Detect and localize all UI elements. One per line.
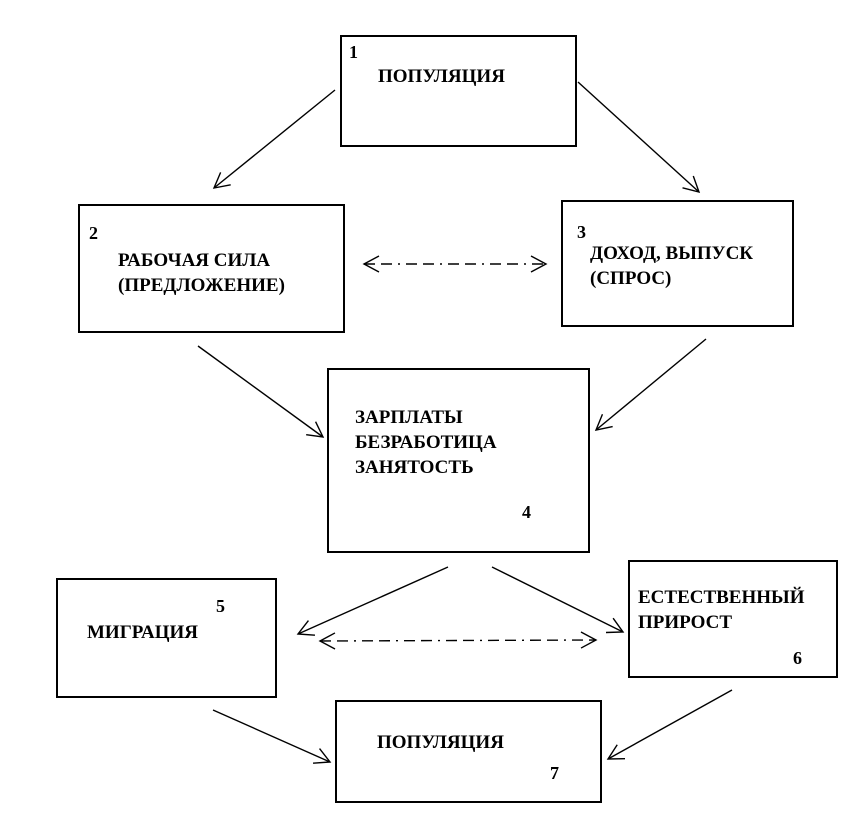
- node-income-output: 3 ДОХОД, ВЫПУСК (СПРОС): [561, 200, 794, 327]
- node-number: 3: [577, 222, 586, 242]
- node-population: 1 ПОПУЛЯЦИЯ: [340, 35, 577, 147]
- node-label-line: МИГРАЦИЯ: [87, 622, 198, 643]
- node-label-line: ПОПУЛЯЦИЯ: [377, 732, 504, 753]
- node-number: 6: [793, 648, 802, 668]
- arrow-population-to-income-output: [577, 81, 701, 194]
- node-number: 2: [89, 223, 98, 243]
- node-label-line: РАБОЧАЯ СИЛА: [118, 250, 271, 271]
- node-wages-unemployment-employment: 4 ЗАРПЛАТЫ БЕЗРАБОТИЦА ЗАНЯТОСТЬ: [327, 368, 590, 553]
- arrow-wages-to-natural-increase: [491, 566, 625, 634]
- node-label-line: (ПРЕДЛОЖЕНИЕ): [118, 275, 285, 297]
- node-number: 5: [216, 596, 225, 616]
- node-label-line: ЗАРПЛАТЫ: [355, 407, 463, 428]
- arrow-wages-to-migration: [296, 566, 449, 636]
- arrow-migration-to-population: [212, 709, 332, 764]
- arrow-natural-increase-to-population: [606, 689, 733, 760]
- node-migration: 5 МИГРАЦИЯ: [56, 578, 277, 698]
- arrow-labor-force-to-wages: [197, 345, 325, 438]
- node-number: 4: [522, 502, 531, 522]
- node-labor-force: 2 РАБОЧАЯ СИЛА (ПРЕДЛОЖЕНИЕ): [78, 204, 345, 333]
- node-number: 1: [349, 42, 358, 62]
- node-label-line: ДОХОД, ВЫПУСК: [590, 243, 754, 264]
- node-label-line: ПРИРОСТ: [638, 612, 733, 634]
- node-natural-increase: 6 ЕСТЕСТВЕННЫЙ ПРИРОСТ: [628, 560, 838, 678]
- node-label-line: ЕСТЕСТВЕННЫЙ: [638, 587, 805, 608]
- arrow-migration-natural-dashed: [318, 631, 598, 650]
- node-number: 7: [550, 763, 559, 783]
- node-population-result: 7 ПОПУЛЯЦИЯ: [335, 700, 602, 803]
- node-label-line: (СПРОС): [590, 268, 672, 290]
- node-label-line: БЕЗРАБОТИЦА: [355, 432, 497, 454]
- arrow-income-output-to-wages: [594, 338, 707, 431]
- arrow-population-to-labor-force: [212, 89, 336, 189]
- node-label-line: ЗАНЯТОСТЬ: [355, 457, 474, 479]
- node-label-line: ПОПУЛЯЦИЯ: [378, 66, 505, 87]
